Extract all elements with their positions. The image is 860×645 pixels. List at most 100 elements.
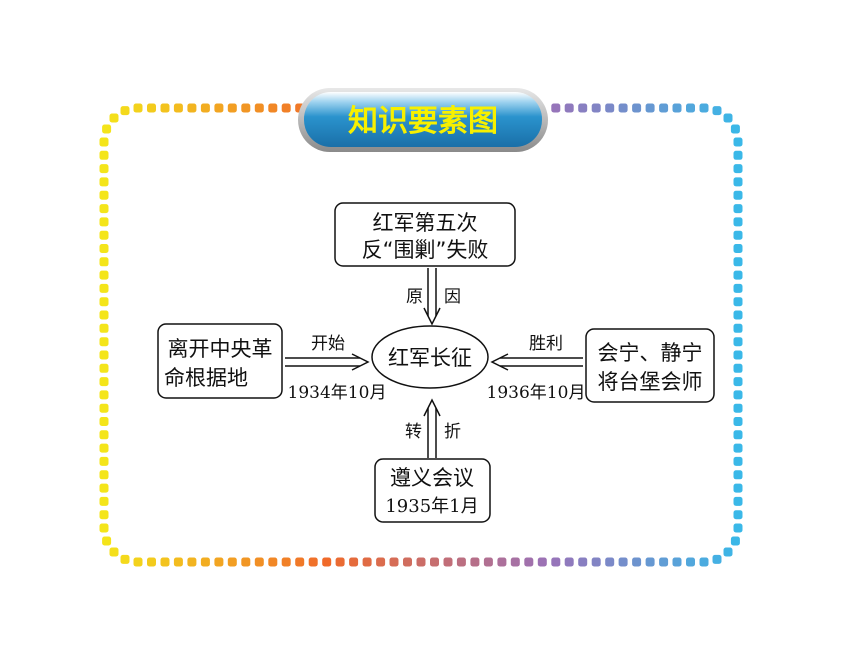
frame-dot bbox=[497, 557, 507, 567]
frame-dot bbox=[733, 377, 743, 387]
frame-dot bbox=[733, 137, 743, 147]
frame-dot bbox=[618, 103, 628, 113]
arrow-right bbox=[490, 353, 583, 371]
frame-dot bbox=[160, 103, 170, 113]
node-bottom-line1: 遵义会议 bbox=[390, 466, 474, 490]
frame-dot bbox=[99, 390, 109, 400]
frame-dot bbox=[187, 557, 197, 567]
frame-dot bbox=[99, 483, 109, 493]
edge-top-label-a: 原 bbox=[406, 287, 423, 307]
frame-dot bbox=[133, 103, 143, 113]
frame-dot bbox=[645, 103, 655, 113]
frame-dot bbox=[102, 124, 112, 134]
frame-dot bbox=[200, 557, 210, 567]
frame-dot bbox=[733, 456, 743, 466]
frame-dot bbox=[733, 204, 743, 214]
edge-bottom-label-a: 转 bbox=[405, 422, 422, 442]
frame-dot bbox=[632, 103, 642, 113]
edge-left-label: 开始 bbox=[311, 334, 345, 354]
frame-dot bbox=[686, 103, 695, 113]
frame-dot bbox=[268, 557, 278, 567]
frame-dot bbox=[733, 297, 743, 307]
frame-dot bbox=[470, 557, 480, 567]
frame-dot bbox=[524, 557, 534, 567]
arrow-left bbox=[285, 353, 370, 371]
frame-dot bbox=[605, 103, 615, 113]
frame-dot bbox=[591, 557, 601, 567]
dotted-frame bbox=[99, 103, 743, 567]
frame-dot bbox=[733, 417, 743, 426]
frame-dot bbox=[733, 270, 743, 280]
frame-dot bbox=[733, 177, 743, 187]
frame-dot bbox=[733, 230, 743, 240]
frame-dot bbox=[712, 106, 722, 116]
frame-dot bbox=[173, 557, 183, 567]
node-bottom-line2: 1935年1月 bbox=[385, 496, 478, 517]
frame-dot bbox=[147, 103, 156, 113]
frame-dot bbox=[147, 557, 156, 567]
frame-dot bbox=[733, 310, 743, 320]
frame-dot bbox=[483, 557, 493, 567]
frame-dot bbox=[227, 103, 237, 113]
frame-dot bbox=[510, 557, 520, 567]
frame-dot bbox=[733, 164, 743, 174]
frame-dot bbox=[733, 190, 743, 200]
frame-dot bbox=[99, 443, 109, 453]
frame-dot bbox=[99, 470, 109, 480]
frame-dot bbox=[733, 150, 743, 160]
frame-dot bbox=[133, 557, 143, 567]
frame-dot bbox=[99, 510, 109, 520]
frame-dot bbox=[281, 557, 291, 567]
frame-dot bbox=[699, 557, 709, 567]
frame-dot bbox=[403, 557, 412, 567]
frame-dot bbox=[537, 557, 547, 567]
frame-dot bbox=[99, 230, 109, 240]
frame-dot bbox=[659, 103, 669, 113]
frame-dot bbox=[733, 470, 743, 480]
frame-dot bbox=[723, 113, 733, 123]
node-left-line1: 离开中央革 bbox=[168, 337, 273, 361]
title-banner: 知识要素图 bbox=[298, 88, 548, 152]
frame-dot bbox=[99, 377, 109, 387]
arrow-bottom bbox=[423, 398, 441, 458]
frame-dot bbox=[686, 557, 695, 567]
frame-dot bbox=[322, 557, 332, 567]
frame-dot bbox=[308, 557, 318, 567]
frame-dot bbox=[99, 403, 109, 413]
frame-dot bbox=[376, 557, 386, 567]
frame-dot bbox=[99, 257, 109, 267]
frame-dot bbox=[632, 557, 642, 567]
node-right: 会宁、静宁 将台堡会师 bbox=[585, 328, 715, 403]
frame-dot bbox=[120, 554, 130, 564]
frame-dot bbox=[99, 430, 109, 440]
frame-dot bbox=[733, 510, 743, 520]
node-left: 离开中央革 命根据地 bbox=[157, 323, 283, 399]
frame-dot bbox=[733, 363, 743, 373]
frame-dot bbox=[241, 557, 251, 567]
frame-dot bbox=[99, 150, 109, 160]
frame-dot bbox=[733, 217, 743, 227]
frame-dot bbox=[99, 297, 109, 307]
frame-dot bbox=[733, 283, 743, 293]
frame-dot bbox=[241, 103, 251, 113]
frame-dot bbox=[672, 103, 682, 113]
frame-dot bbox=[672, 557, 682, 567]
frame-dot bbox=[227, 557, 237, 567]
frame-dot bbox=[733, 443, 743, 453]
frame-dot bbox=[99, 337, 109, 347]
frame-dot bbox=[99, 270, 109, 280]
frame-dot bbox=[109, 547, 119, 557]
frame-dot bbox=[99, 177, 109, 187]
frame-dot bbox=[659, 557, 669, 567]
frame-dot bbox=[102, 536, 112, 546]
frame-dot bbox=[99, 350, 109, 360]
frame-dot bbox=[712, 554, 722, 564]
frame-dot bbox=[618, 557, 628, 567]
node-bottom: 遵义会议 1935年1月 bbox=[374, 458, 491, 523]
frame-dot bbox=[99, 417, 109, 426]
frame-dot bbox=[200, 103, 210, 113]
frame-dot bbox=[733, 244, 743, 253]
frame-dot bbox=[254, 103, 264, 113]
frame-dot bbox=[578, 103, 588, 113]
